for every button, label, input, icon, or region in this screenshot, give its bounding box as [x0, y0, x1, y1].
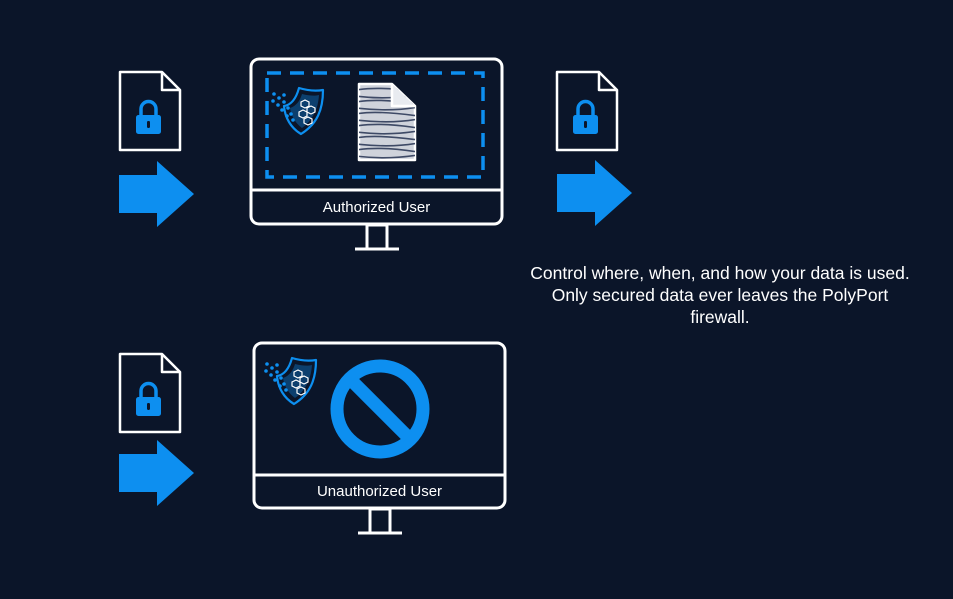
unauthorized-user-label: Unauthorized User: [316, 483, 443, 500]
shield-hex-icon: [270, 86, 325, 136]
caption-text: Control where, when, and how your data i…: [530, 263, 910, 327]
prohibited-icon: [330, 359, 430, 459]
authorized-user-label: Authorized User: [322, 199, 431, 216]
arrow-right-icon-bottom: [119, 440, 194, 506]
arrow-right-icon: [119, 161, 194, 227]
shield-hex-icon-bottom: [263, 356, 318, 406]
unauthorized-monitor: [252, 341, 507, 535]
secure-zone-border: [265, 71, 485, 179]
outgoing-locked-file-icon: [555, 70, 619, 152]
outgoing-arrow-right-icon: [557, 160, 632, 226]
locked-file-icon-bottom: [118, 352, 182, 434]
locked-file-icon: [118, 70, 182, 152]
scrambled-file-icon: [357, 82, 417, 162]
authorized-monitor: [249, 57, 504, 251]
